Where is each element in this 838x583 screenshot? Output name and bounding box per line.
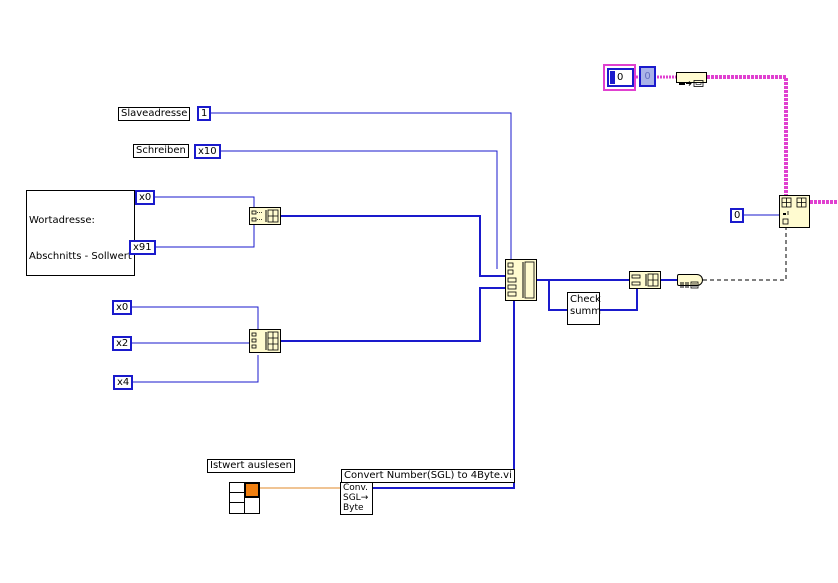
const-group2-b[interactable]: x2: [112, 336, 133, 351]
checksum-subvi[interactable]: Check summ: [567, 292, 602, 325]
wire-array2-out: [281, 287, 505, 342]
replace-array-subset-node[interactable]: [779, 195, 810, 228]
wire-wort-a: [153, 196, 255, 210]
wire-convert-out: [372, 298, 515, 489]
const-wort-a[interactable]: x0: [135, 190, 156, 205]
wire-checksum-out: [600, 287, 638, 311]
numeric-indicator: 0: [639, 66, 656, 87]
const-wort-b[interactable]: x91: [129, 240, 156, 255]
cluster-convert-node[interactable]: [676, 72, 707, 87]
label-wortadresse-line2: Abschnitts - Sollwert: [29, 251, 132, 262]
wire-g2-a: [130, 306, 259, 330]
build-array-icon: [251, 209, 279, 223]
wire-slaveadresse: [211, 112, 512, 262]
cluster-convert-icon: [679, 80, 704, 87]
convert-subvi[interactable]: Conv. SGL→ Byte: [340, 482, 373, 515]
numeric-control[interactable]: 0: [607, 68, 634, 87]
wire-g2-c: [131, 355, 259, 383]
checksum-line1: Check: [570, 294, 601, 305]
const-schreiben[interactable]: x10: [194, 144, 221, 159]
build-array-node-3[interactable]: [629, 271, 661, 289]
wire-cluster-b: [707, 75, 788, 196]
convert-line2: SGL→: [343, 493, 369, 503]
increment-arrows-icon[interactable]: [610, 71, 615, 84]
label-convert-vi: Convert Number(SGL) to 4Byte.vi: [341, 469, 515, 483]
wire-to-checksum: [548, 280, 568, 311]
build-array-icon: [507, 261, 535, 299]
numeric-value: 0: [617, 72, 624, 83]
const-slaveadresse[interactable]: 1: [197, 106, 212, 121]
build-array-icon: [251, 331, 279, 351]
build-array-icon: [631, 273, 659, 287]
checksum-line2: summ: [570, 306, 602, 317]
convert-line1: Conv.: [343, 483, 368, 493]
label-slaveadresse: Slaveadresse: [118, 107, 191, 121]
wire-array1-out: [281, 215, 505, 277]
wire-wort-b: [152, 224, 255, 248]
label-wortadresse-line1: Wortadresse:: [29, 215, 95, 226]
wire-schreiben: [216, 150, 498, 269]
const-group2-c[interactable]: x4: [113, 375, 134, 390]
to-variant-node[interactable]: [677, 274, 703, 289]
build-array-node-main[interactable]: [505, 259, 537, 301]
wire-variant: [703, 228, 787, 281]
const-group2-a[interactable]: x0: [112, 300, 133, 315]
istwert-highlight: [244, 482, 260, 498]
istwert-control-terminal[interactable]: [229, 482, 260, 514]
cluster-control[interactable]: 0: [603, 64, 636, 91]
convert-line3: Byte: [343, 503, 364, 513]
label-istwert: Istwert auslesen: [207, 459, 295, 473]
build-array-node-1[interactable]: [249, 207, 281, 225]
const-index[interactable]: 0: [730, 208, 745, 223]
replace-array-icon: [781, 197, 807, 225]
variant-icon: [680, 281, 699, 289]
label-schreiben: Schreiben: [133, 144, 189, 158]
build-array-node-2[interactable]: [249, 329, 281, 353]
label-wortadresse: Wortadresse: Abschnitts - Sollwert: [26, 190, 135, 276]
